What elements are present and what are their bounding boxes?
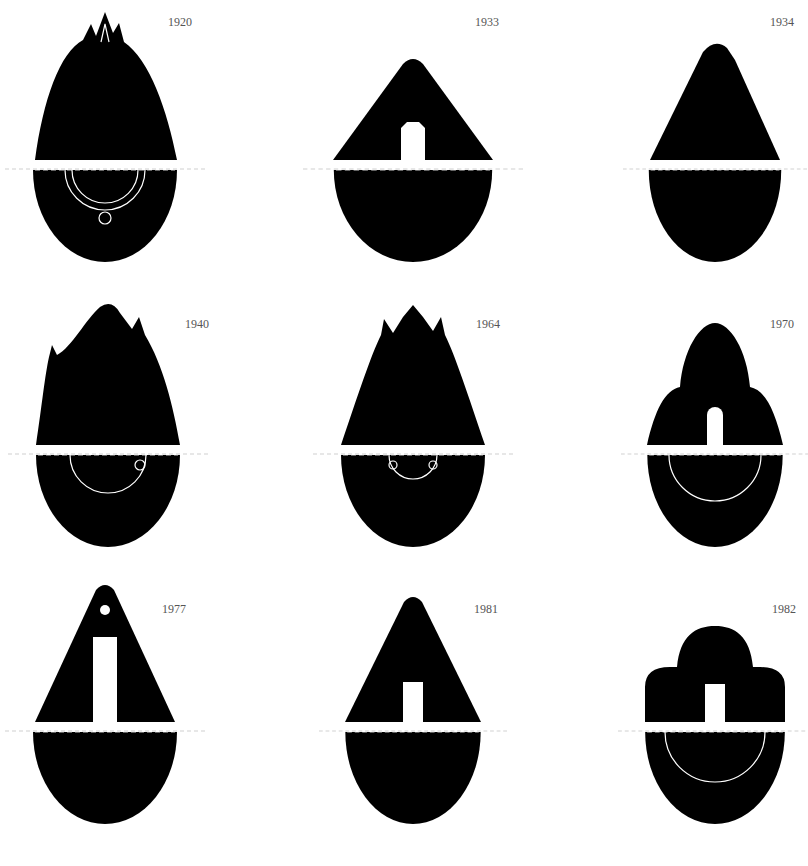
- year-label: 1977: [162, 603, 186, 615]
- year-label: 1934: [770, 16, 794, 28]
- figure-1940: [8, 304, 208, 547]
- year-label: 1970: [770, 318, 794, 330]
- year-label: 1920: [168, 16, 192, 28]
- figure-1982: [618, 626, 808, 824]
- figure-1981: [319, 597, 507, 824]
- figure-1933: [303, 59, 523, 262]
- year-label: 1933: [475, 16, 499, 28]
- year-label: 1981: [474, 603, 498, 615]
- figure-1934: [623, 44, 807, 262]
- year-label: 1964: [476, 318, 500, 330]
- year-label: 1982: [772, 603, 796, 615]
- figure-1970: [621, 323, 808, 547]
- figure-1964: [313, 305, 513, 547]
- year-label: 1940: [185, 318, 209, 330]
- figure-1920: [5, 12, 205, 262]
- figure-1977: [5, 585, 205, 824]
